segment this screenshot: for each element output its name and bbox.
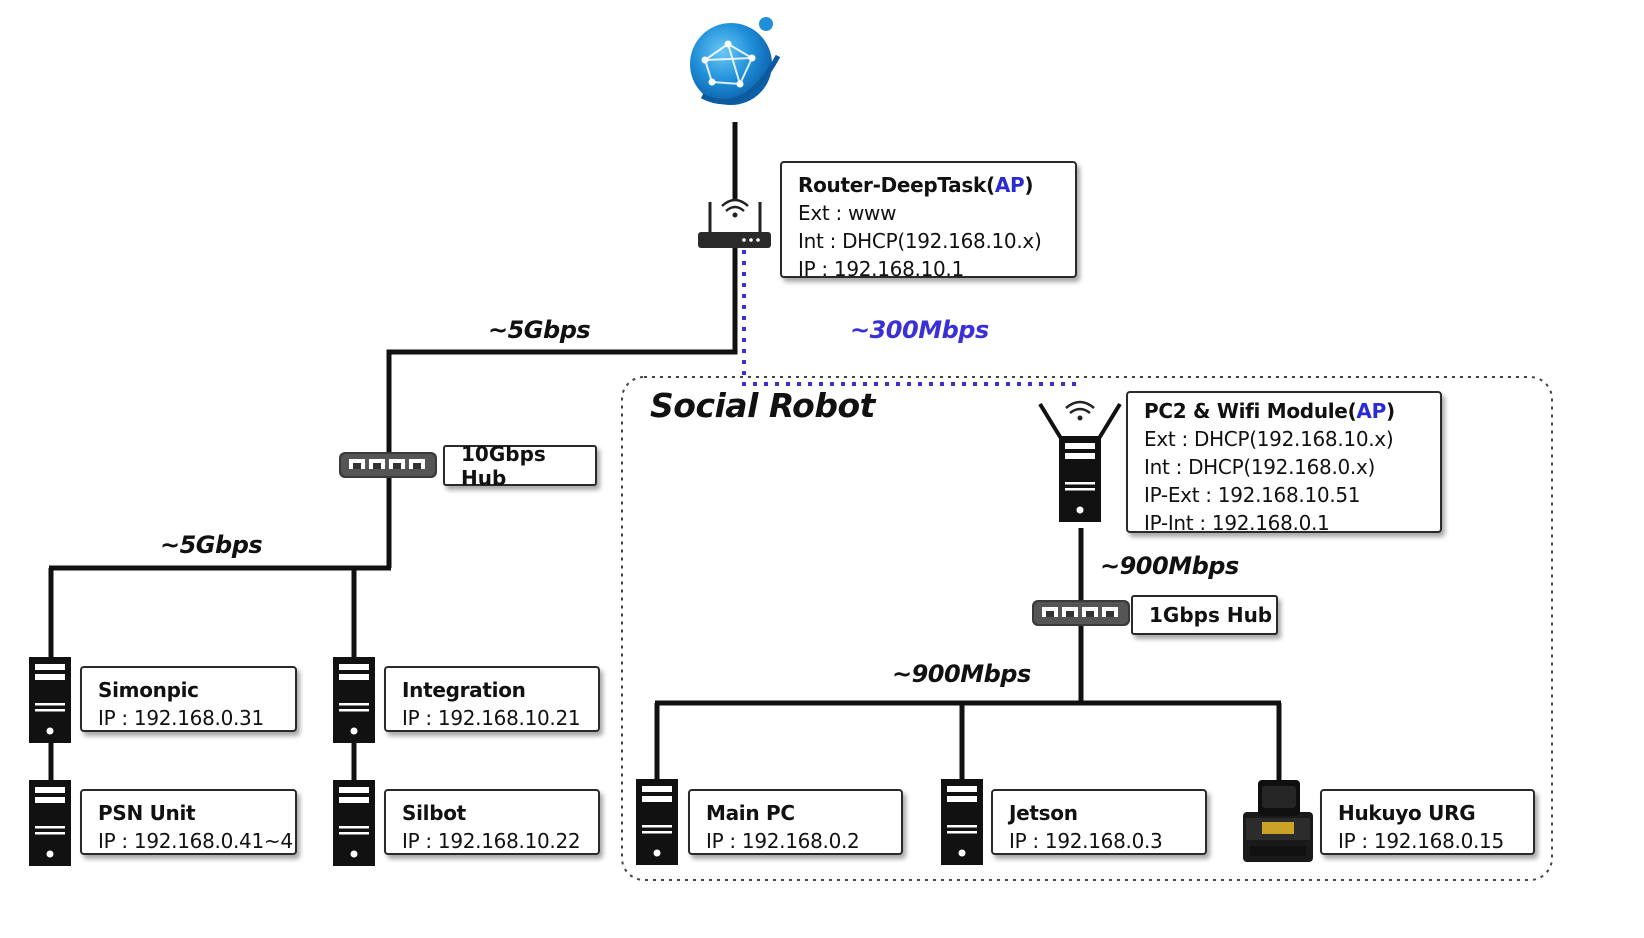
router-icon: [698, 198, 771, 248]
jetson-name: Jetson: [1009, 801, 1078, 825]
simonpic-name: Simonpic: [98, 678, 199, 702]
router-int: Int : DHCP(192.168.10.x): [798, 229, 1042, 253]
server-icon: [29, 657, 71, 743]
silbot-ip: IP : 192.168.10.22: [402, 829, 581, 853]
hukuyo-ip: IP : 192.168.0.15: [1338, 829, 1504, 853]
hub-icon: [1032, 600, 1130, 626]
jetson-ip: IP : 192.168.0.3: [1009, 829, 1163, 853]
psn-name: PSN Unit: [98, 801, 196, 825]
wifi-link: [742, 250, 1078, 386]
hub1g-label: 1Gbps Hub: [1131, 595, 1278, 635]
server-icon: [636, 779, 678, 865]
pc2-ip-ext: IP-Ext : 192.168.10.51: [1144, 483, 1361, 507]
speed-router-hub: ~5Gbps: [488, 316, 591, 344]
pc2-ext: Ext : DHCP(192.168.10.x): [1144, 427, 1394, 451]
integration-ip: IP : 192.168.10.21: [402, 706, 581, 730]
router-hub10g-link: [386, 247, 738, 458]
hub-icon: [339, 452, 437, 478]
social-robot-title: Social Robot: [650, 386, 875, 425]
jetson-box: Jetson IP : 192.168.0.3: [991, 789, 1207, 855]
silbot-name: Silbot: [402, 801, 466, 825]
server-icon: [941, 779, 983, 865]
mainpc-ip: IP : 192.168.0.2: [706, 829, 860, 853]
pc2-ip-int: IP-Int : 192.168.0.1: [1144, 511, 1330, 535]
router-title: Router-DeepTask(AP): [798, 173, 1034, 197]
mainpc-name: Main PC: [706, 801, 795, 825]
globe-icon: [690, 17, 781, 105]
hukuyo-name: Hukuyo URG: [1338, 801, 1476, 825]
social-robot-region: [621, 376, 1553, 881]
pc2-int: Int : DHCP(192.168.0.x): [1144, 455, 1376, 479]
speed-hub-robot: ~900Mbps: [892, 660, 1031, 688]
hukuyo-box: Hukuyo URG IP : 192.168.0.15: [1320, 789, 1535, 855]
mainpc-box: Main PC IP : 192.168.0.2: [688, 789, 903, 855]
server-icon: [333, 780, 375, 866]
simonpic-box: Simonpic IP : 192.168.0.31: [80, 666, 297, 732]
router-ip: IP : 192.168.10.1: [798, 257, 964, 281]
speed-hub-servers: ~5Gbps: [160, 531, 263, 559]
pc2-info-box: PC2 & Wifi Module(AP) Ext : DHCP(192.168…: [1126, 391, 1442, 535]
router-info-box: Router-DeepTask(AP) Ext : www Int : DHCP…: [780, 161, 1077, 281]
integration-name: Integration: [402, 678, 526, 702]
psn-box: PSN Unit IP : 192.168.0.41~4: [80, 789, 297, 855]
lidar-icon: [1243, 780, 1313, 862]
router-ext: Ext : www: [798, 201, 897, 225]
psn-ip: IP : 192.168.0.41~4: [98, 829, 293, 853]
pc2-title: PC2 & Wifi Module(AP): [1144, 399, 1395, 423]
server-icon: [29, 780, 71, 866]
pc2-server-icon: [1038, 400, 1122, 522]
simonpic-ip: IP : 192.168.0.31: [98, 706, 264, 730]
silbot-box: Silbot IP : 192.168.10.22: [384, 789, 600, 855]
hub10g-label: 10Gbps Hub: [443, 442, 597, 490]
speed-wifi: ~300Mbps: [850, 316, 989, 344]
integration-box: Integration IP : 192.168.10.21: [384, 666, 600, 732]
server-icon: [333, 657, 375, 743]
speed-pc2-hub: ~900Mbps: [1100, 552, 1239, 580]
